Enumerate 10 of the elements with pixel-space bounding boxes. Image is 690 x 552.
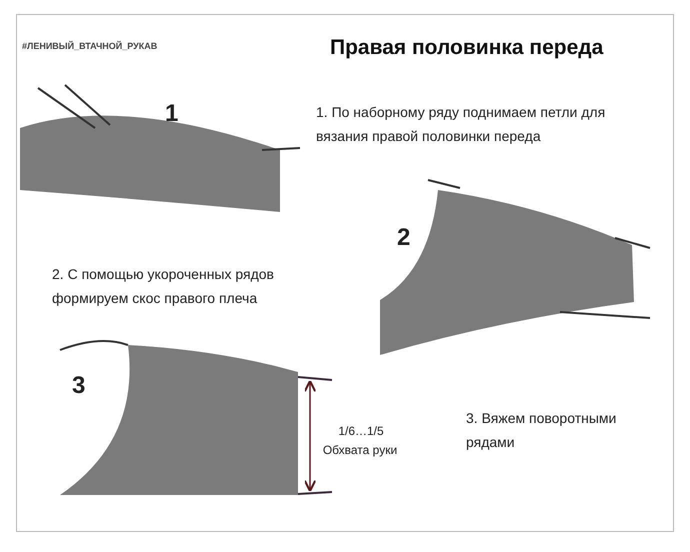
hashtag-text: #ЛЕНИВЫЙ_ВТАЧНОЙ_РУКАВ bbox=[22, 40, 158, 53]
step-description: 3. Вяжем поворотными рядами bbox=[466, 409, 618, 452]
step-description: 2. С помощью укороченных рядов формируем скос правого плеча bbox=[52, 265, 275, 308]
step-number: 1 bbox=[165, 99, 178, 129]
title: Правая половинка переда bbox=[330, 35, 604, 61]
step-number: 3 bbox=[72, 371, 86, 401]
step-number: 2 bbox=[397, 223, 410, 253]
dimension-label: 1/6…1/5 bbox=[337, 423, 385, 440]
step-description: 1. По наборному ряду поднимаем петли для вязания правой половинки переда bbox=[316, 103, 606, 146]
dimension-label: Обхвата руки bbox=[322, 442, 398, 459]
